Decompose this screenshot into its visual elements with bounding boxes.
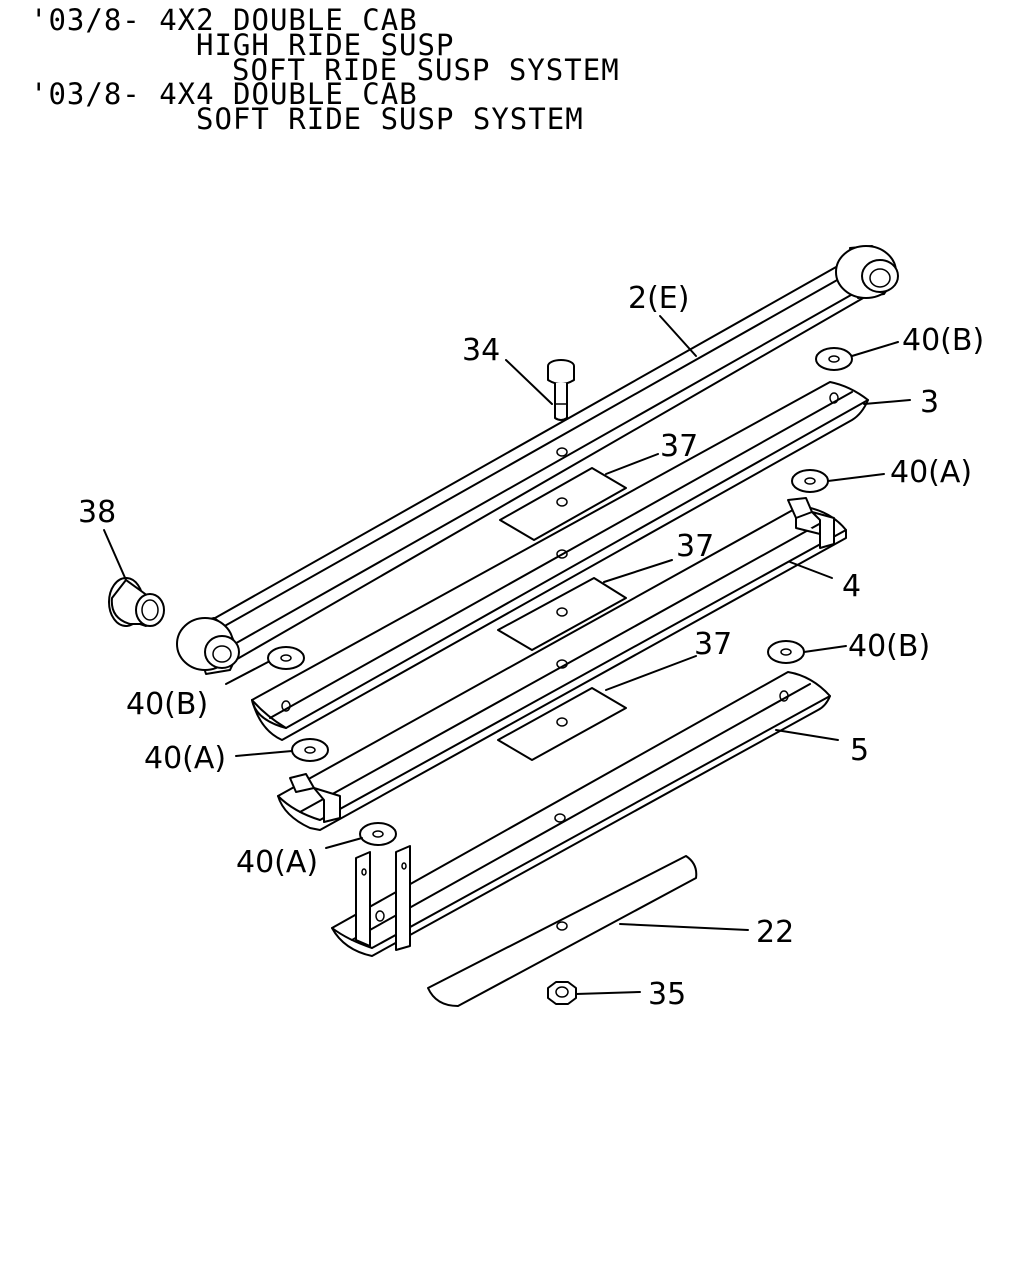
washer-40b-top xyxy=(815,347,853,371)
liner-pad-37-b xyxy=(497,577,627,651)
callout-labels: 2(E) 34 40(B) 3 37 40(A) 38 37 4 37 40(B… xyxy=(78,281,984,1012)
callout-2e: 2(E) xyxy=(628,281,689,316)
callout-37-b: 37 xyxy=(676,529,714,564)
center-bolt-34 xyxy=(547,359,575,421)
header-line-1: '03/8- 4X2 DOUBLE CAB xyxy=(30,3,418,37)
callout-22: 22 xyxy=(756,915,794,950)
model-applicability-header: '03/8- 4X2 DOUBLE CAB HIGH RIDE SUSP SOF… xyxy=(30,3,620,136)
washer-40a-low xyxy=(359,822,397,846)
callout-40a-top: 40(A) xyxy=(890,455,972,490)
header-line-3: SOFT RIDE SUSP SYSTEM xyxy=(232,53,620,87)
callout-37-a: 37 xyxy=(660,429,698,464)
main-leaf-2e xyxy=(176,245,899,675)
callout-40a-low: 40(A) xyxy=(236,845,318,880)
callout-40a-left: 40(A) xyxy=(144,741,226,776)
liner-pad-37-c xyxy=(497,687,627,761)
liner-pad-37-a xyxy=(499,467,627,541)
washer-40a-left xyxy=(291,738,329,762)
leaf-4 xyxy=(277,497,847,831)
callout-40b-left: 40(B) xyxy=(126,687,208,722)
callout-3: 3 xyxy=(920,385,939,420)
washer-40b-mid xyxy=(767,640,805,664)
callout-34: 34 xyxy=(462,333,500,368)
header-line-2: HIGH RIDE SUSP xyxy=(196,28,454,62)
leader-lines xyxy=(103,315,911,995)
washer-40b-left xyxy=(267,646,305,670)
callout-38: 38 xyxy=(78,495,116,530)
leaf-5 xyxy=(331,671,831,957)
callout-37-c: 37 xyxy=(694,627,732,662)
callout-40b-top: 40(B) xyxy=(902,323,984,358)
callout-4: 4 xyxy=(842,569,861,604)
callout-40b-mid: 40(B) xyxy=(848,629,930,664)
bushing-38 xyxy=(108,577,165,627)
header-line-5: SOFT RIDE SUSP SYSTEM xyxy=(196,102,584,136)
callout-5: 5 xyxy=(850,733,869,768)
callout-35: 35 xyxy=(648,977,686,1012)
spacer-plate-22 xyxy=(427,855,698,1007)
nut-35 xyxy=(547,981,577,1005)
header-line-4: '03/8- 4X4 DOUBLE CAB xyxy=(30,77,418,111)
leaf-3 xyxy=(251,381,869,741)
washer-40a-top xyxy=(791,469,829,493)
